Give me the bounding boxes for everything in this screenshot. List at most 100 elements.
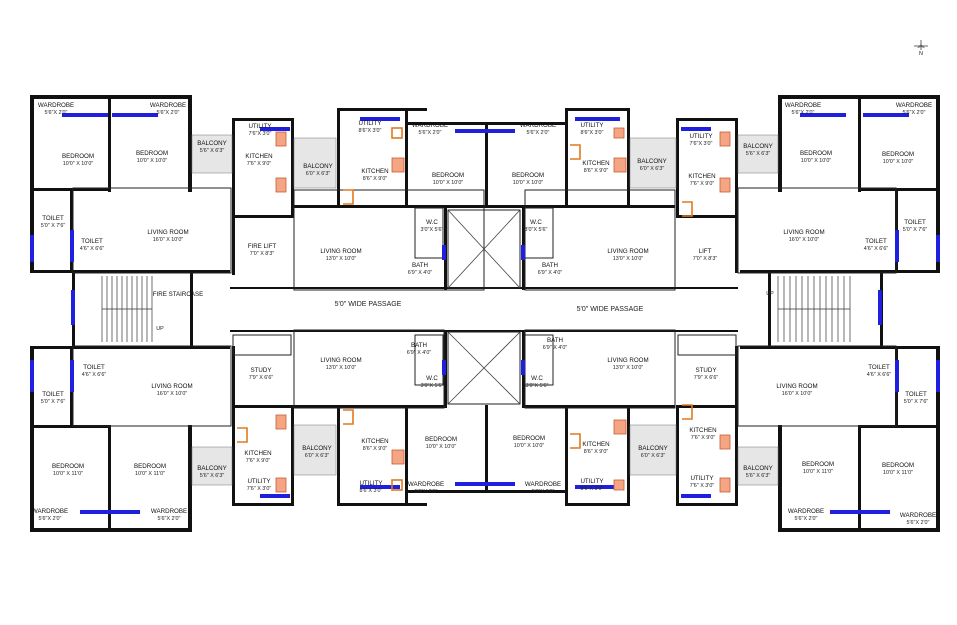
room-name-label: WARDROBE: [412, 122, 448, 129]
stair-up-label-left: UP: [156, 326, 164, 332]
room-dimension-label: 5'6" X 6'3": [200, 148, 225, 154]
room-dimension-label: 10'0" X 11'0": [883, 470, 913, 476]
room-dimension-label: 10'0" X 11'0": [803, 469, 833, 475]
balcony-hatching: [191, 134, 779, 486]
room-dimension-label: 5'6"X 2'0": [158, 516, 181, 522]
north-arrow-icon: N: [914, 40, 928, 57]
stair-up-label-right: UP: [766, 291, 774, 297]
room-name-label: KITCHEN: [582, 441, 609, 448]
room-dimension-label: 10'0" X 10'0": [137, 158, 168, 164]
room-name-label: BALCONY: [197, 465, 227, 472]
room-name-label: WARDROBE: [896, 102, 932, 109]
room-name-label: TOILET: [42, 215, 64, 222]
room-dimension-label: 8'6"X 3'0": [360, 488, 383, 494]
room-name-label: BALCONY: [303, 163, 333, 170]
room-dimension-label: 4'6" X 6'6": [867, 372, 892, 378]
room-name-label: BATH: [412, 262, 428, 269]
room-name-label: WARDROBE: [38, 102, 74, 109]
room-name-label: BEDROOM: [882, 462, 914, 469]
room-name-label: WARDROBE: [785, 102, 821, 109]
room-dimension-label: 5'6"X 2'0": [415, 489, 438, 495]
room-dimension-label: 5'0" X 7'6": [903, 227, 928, 233]
room-name-label: BALCONY: [637, 158, 667, 165]
room-name-label: UTILITY: [247, 478, 270, 485]
room-name-label: KITCHEN: [361, 168, 388, 175]
room-dimension-label: 3'0"X 5'6": [421, 227, 444, 233]
room-name-label: FIRE LIFT: [248, 243, 277, 250]
room-dimension-label: 7'9" X 6'6": [694, 375, 719, 381]
staircase-left: UP: [101, 276, 164, 342]
room-dimension-label: 3'0"X 5'6": [421, 383, 444, 389]
room-dimension-label: 6'9" X 4'0": [538, 270, 563, 276]
room-name-label: WARDROBE: [788, 508, 824, 515]
room-name-label: BEDROOM: [512, 172, 544, 179]
room-dimension-label: 3'0"X 5'6": [526, 383, 549, 389]
room-dimension-label: 7'0" X 8'3": [250, 251, 275, 257]
room-name-label: BEDROOM: [52, 463, 84, 470]
room-dimension-label: 5'6"X 2'0": [907, 520, 930, 526]
room-dimension-label: 7'6" X 9'0": [247, 161, 272, 167]
room-name-label: BALCONY: [743, 143, 773, 150]
room-name-label: BEDROOM: [882, 151, 914, 158]
room-dimension-label: 5'6"X 2'0": [532, 489, 555, 495]
room-dimension-label: 7'0" X 8'3": [693, 256, 718, 262]
room-name-label: WARDROBE: [525, 481, 561, 488]
room-name-label: UTILITY: [358, 120, 381, 127]
room-name-label: WARDROBE: [900, 512, 936, 519]
room-dimension-label: 5'6"X 2'0": [795, 516, 818, 522]
room-dimension-label: 5'6"X 2'0": [45, 110, 68, 116]
room-name-label: LIVING ROOM: [607, 248, 648, 255]
room-name-label: W.C: [530, 219, 542, 226]
room-name-label: UTILITY: [580, 122, 603, 129]
room-dimension-label: 6'9" X 4'0": [407, 350, 432, 356]
room-dimension-label: 10'0" X 11'0": [53, 471, 83, 477]
room-dimension-label: 10'0" X 10'0": [883, 159, 914, 165]
room-dimension-label: 5'6"X 2'0": [792, 110, 815, 116]
room-name-label: UTILITY: [359, 480, 382, 487]
room-dimension-label: 7'6" X 9'0": [690, 181, 715, 187]
room-name-label: KITCHEN: [245, 153, 272, 160]
room-dimension-label: 5'0" X 7'6": [41, 223, 66, 229]
room-name-label: LIFT: [699, 248, 712, 255]
room-dimension-label: 13'0" X 10'0": [613, 365, 644, 371]
room-dimension-label: 5'6"X 2'0": [39, 516, 62, 522]
room-name-label: BEDROOM: [800, 150, 832, 157]
room-dimension-label: 10'0" X 10'0": [433, 180, 464, 186]
room-name-label: BATH: [411, 342, 427, 349]
room-dimension-label: 5'0" X 7'6": [41, 399, 66, 405]
room-name-label: TOILET: [42, 391, 64, 398]
room-name-label: LIVING ROOM: [783, 229, 824, 236]
room-dimension-label: 7'6"X 3'0": [690, 141, 713, 147]
room-name-label: BATH: [542, 262, 558, 269]
room-name-label: BEDROOM: [134, 463, 166, 470]
room-dimension-label: 5'6" X 6'3": [746, 151, 771, 157]
room-name-label: LIVING ROOM: [147, 229, 188, 236]
room-dimension-label: 4'6" X 6'6": [80, 246, 105, 252]
room-name-label: BEDROOM: [425, 436, 457, 443]
staircase-right: UP: [766, 276, 851, 342]
room-dimension-label: 10'0" X 10'0": [426, 444, 457, 450]
room-dimension-label: 13'0" X 10'0": [326, 256, 357, 262]
room-dimension-label: 5'6"X 2'0": [903, 110, 926, 116]
room-dimension-label: 16'0" X 10'0": [782, 391, 813, 397]
room-dimension-label: 13'0" X 10'0": [613, 256, 644, 262]
room-dimension-label: 7'6" X 9'0": [691, 435, 716, 441]
room-dimension-label: 7'6" X 3'0": [247, 486, 272, 492]
room-name-label: BEDROOM: [432, 172, 464, 179]
room-dimension-label: 8'6" X 9'0": [584, 168, 609, 174]
room-name-label: FIRE STAIRCASE: [153, 291, 203, 298]
room-dimension-label: 8'6"X 3'0": [359, 128, 382, 134]
room-name-label: BEDROOM: [513, 435, 545, 442]
room-name-label: TOILET: [83, 364, 105, 371]
room-name-label: BEDROOM: [62, 153, 94, 160]
room-name-label: W.C: [531, 375, 543, 382]
room-dimension-label: 5'6"X 2'0": [527, 130, 550, 136]
room-dimension-label: 10'0" X 11'0": [135, 471, 165, 477]
passage-label-left: 5'0" WIDE PASSAGE: [335, 301, 402, 308]
room-name-label: WARDROBE: [408, 481, 444, 488]
room-dimension-label: 8'6" X 9'0": [363, 446, 388, 452]
room-dimension-label: 7'9" X 6'6": [249, 375, 274, 381]
room-dimension-label: 3'0"X 5'6": [525, 227, 548, 233]
room-dimension-label: 16'0" X 10'0": [153, 237, 184, 243]
